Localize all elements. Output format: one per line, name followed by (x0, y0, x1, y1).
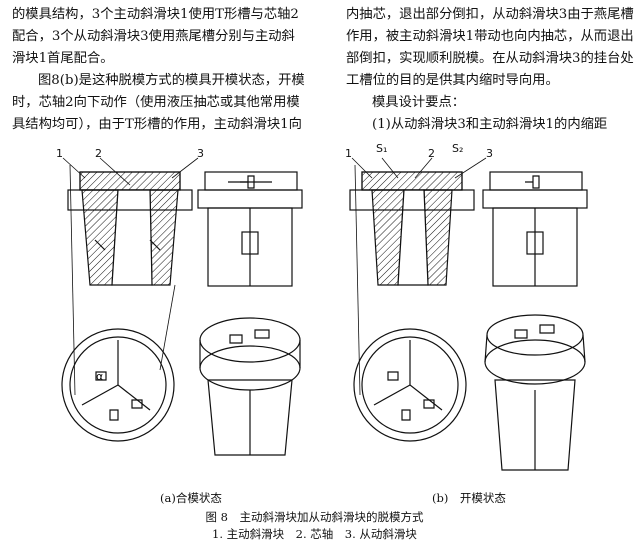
alpha-label: α (96, 370, 103, 383)
right-text-column: 内抽芯，退出部分倒扣，从动斜滑块3由于燕尾槽 作用，被主动斜滑块1带动也向内抽芯… (346, 4, 634, 136)
open-section-view (349, 171, 475, 286)
right-line-3: 部倒扣，实现顺利脱模。在从动斜滑块3的挂台处 (346, 51, 634, 66)
label-1-left: 1 (56, 147, 63, 160)
closed-section-leaders (62, 157, 199, 396)
label-3-left: 3 (197, 147, 204, 160)
label-s1: S₁ (376, 142, 387, 155)
right-line-4: 工槽位的目的是供其内缩时导向用。 (346, 73, 559, 88)
left-line-5: 时，芯轴2向下动作（使用液压抽芯或其他常用模 (12, 95, 300, 110)
label-1-right: 1 (345, 147, 352, 160)
left-line-1: 的模具结构，3个主动斜滑块1使用T形槽与芯轴2 (12, 7, 299, 22)
closed-side-view (197, 171, 303, 287)
right-line-5: 模具设计要点： (372, 95, 466, 110)
open-section-leaders (351, 157, 487, 396)
label-2-left: 2 (95, 147, 102, 160)
open-3d-view (484, 314, 586, 471)
left-line-3: 滑块1首尾配合。 (12, 51, 114, 66)
open-bottom-view (353, 328, 467, 442)
label-3-right: 3 (486, 147, 493, 160)
subcaption-b: (b) 开模状态 (432, 491, 506, 505)
label-s2: S₂ (452, 142, 463, 155)
label-2-right: 2 (428, 147, 435, 160)
right-line-2: 作用，被主动斜滑块1带动也向内抽芯，从而退出 (346, 29, 634, 44)
subcaption-a: (a)合模状态 (160, 491, 222, 505)
left-text-column: 的模具结构，3个主动斜滑块1使用T形槽与芯轴2 配合，3个从动斜滑块3使用燕尾槽… (12, 4, 330, 136)
open-side-view (482, 171, 588, 287)
right-line-1: 内抽芯，退出部分倒扣，从动斜滑块3由于燕尾槽 (346, 7, 634, 22)
closed-bottom-view (61, 328, 175, 442)
closed-3d-view (199, 317, 301, 456)
left-line-6: 具结构均可），由于T形槽的作用，主动斜滑块1向 (12, 117, 302, 132)
closed-section-view (67, 171, 193, 286)
figure-legend: 1. 主动斜滑块 2. 芯轴 3. 从动斜滑块 (212, 527, 417, 541)
left-line-4: 图8(b)是这种脱模方式的模具开模状态，开模 (38, 73, 305, 88)
left-line-2: 配合，3个从动斜滑块3使用燕尾槽分别与主动斜 (12, 29, 295, 44)
figure-title: 图 8 主动斜滑块加从动斜滑块的脱模方式 (205, 510, 424, 524)
right-line-6: (1)从动斜滑块3和主动斜滑块1的内缩距 (372, 117, 608, 132)
